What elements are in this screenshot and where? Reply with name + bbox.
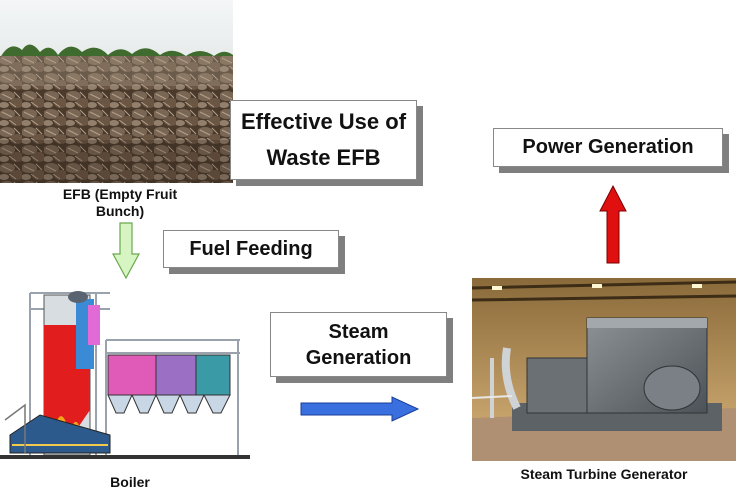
steam-generation-box: Steam Generation <box>270 312 447 377</box>
turbine-caption: Steam Turbine Generator <box>476 466 732 483</box>
power-generation-label: Power Generation <box>522 136 694 158</box>
power-generation-box: Power Generation <box>493 128 723 167</box>
arrow-right-icon <box>300 396 420 422</box>
efb-caption-line1: EFB (Empty Fruit <box>62 186 178 202</box>
effective-use-box: Effective Use of Waste EFB <box>230 100 417 180</box>
effective-use-line2: Waste EFB <box>266 145 381 170</box>
efb-caption-line2: Bunch) <box>95 203 145 219</box>
fuel-feeding-label: Fuel Feeding <box>189 237 313 260</box>
fuel-feeding-box: Fuel Feeding <box>163 230 339 268</box>
arrow-up-icon <box>599 185 627 264</box>
boiler-caption-label: Boiler <box>110 474 150 490</box>
boiler-illustration <box>0 285 250 467</box>
arrow-down-icon <box>112 222 140 280</box>
turbine-photo <box>472 278 736 461</box>
effective-use-line1: Effective Use of <box>240 109 407 134</box>
efb-photo <box>0 0 233 183</box>
turbine-caption-label: Steam Turbine Generator <box>520 466 688 482</box>
efb-caption: EFB (Empty Fruit Bunch) <box>40 186 200 220</box>
steam-generation-line2: Generation <box>305 346 412 369</box>
boiler-caption: Boiler <box>100 474 160 491</box>
steam-generation-line1: Steam <box>328 320 389 343</box>
